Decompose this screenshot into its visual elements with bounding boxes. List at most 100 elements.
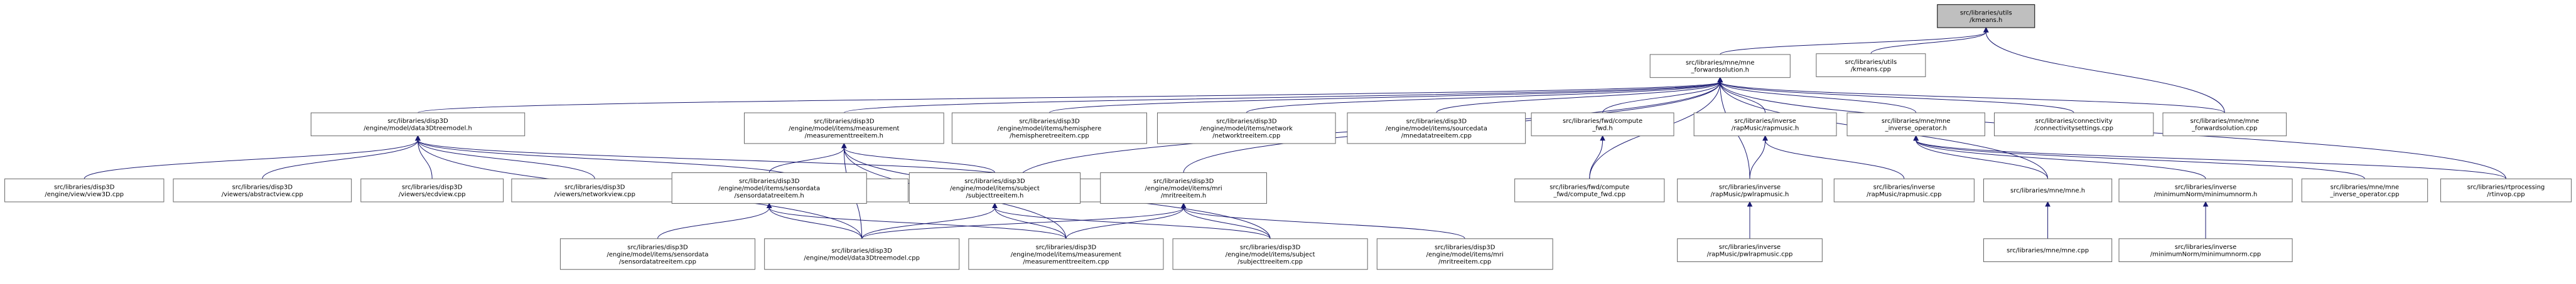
file-node-label: /viewers/ecdview.cpp (399, 191, 466, 198)
file-node-label: /rtinvop.cpp (2487, 191, 2525, 198)
file-node-label: /kmeans.cpp (1851, 66, 1891, 73)
file-node-box (4, 178, 164, 202)
file-node[interactable]: src/libraries/disp3D/engine/model/data3D… (764, 238, 960, 270)
include-edge (843, 76, 1723, 113)
include-edge (841, 142, 995, 173)
include-edge (1589, 135, 1605, 179)
file-node[interactable]: src/libraries/disp3D/engine/model/items/… (968, 238, 1164, 270)
file-node-box (968, 238, 1164, 270)
file-node[interactable]: src/libraries/inverse/rapMusic/pwlrapmus… (1677, 238, 1823, 262)
file-node-box (1376, 238, 1553, 270)
file-node-box (2301, 178, 2428, 202)
file-node[interactable]: src/libraries/disp3D/engine/view/view3D.… (4, 178, 164, 202)
file-node-label: src/libraries/mne/mne.h (2010, 187, 2085, 194)
file-node-label: /engine/model/items/network (1200, 125, 1293, 132)
include-edge (861, 202, 1187, 239)
file-node[interactable]: src/libraries/disp3D/engine/model/items/… (908, 172, 1081, 204)
file-node-box (1983, 238, 2113, 262)
file-node-box (951, 112, 1147, 144)
file-node[interactable]: src/libraries/inverse/minimumNorm/minimu… (2118, 178, 2293, 202)
file-node-label: /measurementtreeitem.h (805, 132, 883, 139)
file-node[interactable]: src/libraries/mne/mne_forwardsolution.cp… (2162, 112, 2287, 137)
file-node[interactable]: src/libraries/utils/kmeans.h (1937, 4, 2035, 28)
file-node[interactable]: src/libraries/mne/mne.cpp (1983, 238, 2113, 262)
file-node-box (310, 112, 525, 137)
file-node-label: src/libraries/disp3D (1406, 118, 1467, 125)
file-node[interactable]: src/libraries/mne/mne.h (1983, 178, 2113, 202)
file-node-label: src/libraries/disp3D (232, 184, 293, 191)
file-node-label: src/libraries/mne/mne (2331, 184, 2400, 191)
file-node-label: src/libraries/disp3D (1216, 118, 1277, 125)
file-node-label: src/libraries/inverse (2175, 244, 2236, 251)
file-node[interactable]: src/libraries/utils/kmeans.cpp (1816, 53, 1926, 77)
file-node-box (2440, 178, 2572, 202)
include-edge (1762, 135, 1905, 179)
file-node-label: src/libraries/fwd/compute (1563, 118, 1642, 125)
file-node-label: src/libraries/disp3D (1435, 244, 1495, 251)
file-node-box (1994, 112, 2154, 137)
file-node[interactable]: src/libraries/inverse/rapMusic/pwlrapmus… (1677, 178, 1823, 202)
file-node-label: /connectivitysettings.cpp (2034, 125, 2113, 132)
file-node-label: src/libraries/utils (1845, 59, 1897, 66)
file-node[interactable]: src/libraries/disp3D/engine/model/items/… (951, 112, 1147, 144)
file-node-box (1157, 112, 1336, 144)
file-node[interactable]: src/libraries/disp3D/engine/model/items/… (1376, 238, 1553, 270)
file-node-label: src/libraries/disp3D (402, 184, 463, 191)
file-node[interactable]: src/libraries/disp3D/engine/model/items/… (1347, 112, 1526, 144)
file-node-label: src/libraries/rtprocessing (2467, 184, 2545, 191)
node-layer: src/libraries/utils/kmeans.h src/librarie… (4, 4, 2572, 270)
file-node[interactable]: src/libraries/disp3D/engine/model/items/… (671, 172, 867, 204)
file-node-box (1649, 54, 1791, 78)
file-node[interactable]: src/libraries/disp3D/engine/model/data3D… (310, 112, 525, 137)
file-node-box (1172, 238, 1368, 270)
file-node[interactable]: src/libraries/connectivity/connectivitys… (1994, 112, 2154, 137)
file-node[interactable]: src/libraries/disp3D/engine/model/items/… (559, 238, 756, 270)
file-node[interactable]: src/libraries/disp3D/engine/model/items/… (1100, 172, 1267, 204)
file-node-label: /rapMusic/pwlrapmusic.cpp (1707, 251, 1793, 258)
file-node[interactable]: src/libraries/mne/mne_inverse_operator.c… (2301, 178, 2428, 202)
file-node[interactable]: src/libraries/disp3D/viewers/networkview… (511, 178, 679, 202)
file-node-label: src/libraries/mne/mne (1882, 118, 1951, 125)
file-node[interactable]: src/libraries/fwd/compute_fwd/compute_fw… (1514, 178, 1665, 202)
file-node-box (1531, 112, 1674, 137)
file-node-box (1677, 238, 1823, 262)
file-node-label: src/libraries/inverse (1734, 118, 1796, 125)
include-edge (2202, 201, 2209, 239)
file-node-label: /engine/model/items/measurement (1011, 251, 1121, 258)
file-node[interactable]: src/libraries/rtprocessing/rtinvop.cpp (2440, 178, 2572, 202)
file-node[interactable]: src/libraries/disp3D/viewers/abstractvie… (173, 178, 352, 202)
file-node-label: /subjecttreeitem.cpp (1237, 258, 1303, 265)
include-edge (992, 202, 1067, 239)
file-node[interactable]: src/libraries/inverse/minimumNorm/minimu… (2118, 238, 2293, 262)
file-node-box (908, 172, 1081, 204)
include-edge (992, 202, 1271, 239)
include-edge (2045, 201, 2051, 239)
file-node[interactable]: src/libraries/mne/mne_forwardsolution.h (1649, 54, 1791, 78)
file-node-label: src/libraries/disp3D (831, 248, 892, 255)
file-node[interactable]: src/libraries/fwd/compute_fwd.h (1531, 112, 1674, 137)
file-node-box (1693, 112, 1837, 137)
file-node-box (1816, 53, 1926, 77)
file-node[interactable]: src/libraries/mne/mne_inverse_operator.h (1846, 112, 1985, 137)
file-node[interactable]: src/libraries/disp3D/viewers/ecdview.cpp (360, 178, 504, 202)
file-node-box (1937, 4, 2035, 28)
file-node-label: src/libraries/mne/mne.cpp (2007, 248, 2089, 255)
file-node[interactable]: src/libraries/inverse/rapMusic/rapmusic.… (1833, 178, 1975, 202)
file-node-label: _inverse_operator.cpp (2329, 191, 2399, 198)
file-node[interactable]: src/libraries/inverse/rapMusic/rapmusic.… (1693, 112, 1837, 137)
include-edge (1747, 201, 1753, 239)
file-node[interactable]: src/libraries/disp3D/engine/model/items/… (1172, 238, 1368, 270)
file-node-label: /viewers/networkview.cpp (554, 191, 635, 198)
file-node-label: src/libraries/disp3D (964, 178, 1025, 185)
file-node[interactable]: src/libraries/disp3D/engine/model/items/… (1157, 112, 1336, 144)
include-edge (1983, 26, 2225, 113)
file-node[interactable]: src/libraries/disp3D/engine/model/items/… (744, 112, 944, 144)
file-node-label: src/libraries/disp3D (564, 184, 625, 191)
file-node-label: /engine/view/view3D.cpp (45, 191, 124, 198)
file-node-label: src/libraries/disp3D (1240, 244, 1301, 251)
include-edge (84, 135, 421, 179)
file-node-box (764, 238, 960, 270)
include-edge (1065, 202, 1187, 239)
file-node-label: /engine/model/items/sensordata (606, 251, 708, 258)
